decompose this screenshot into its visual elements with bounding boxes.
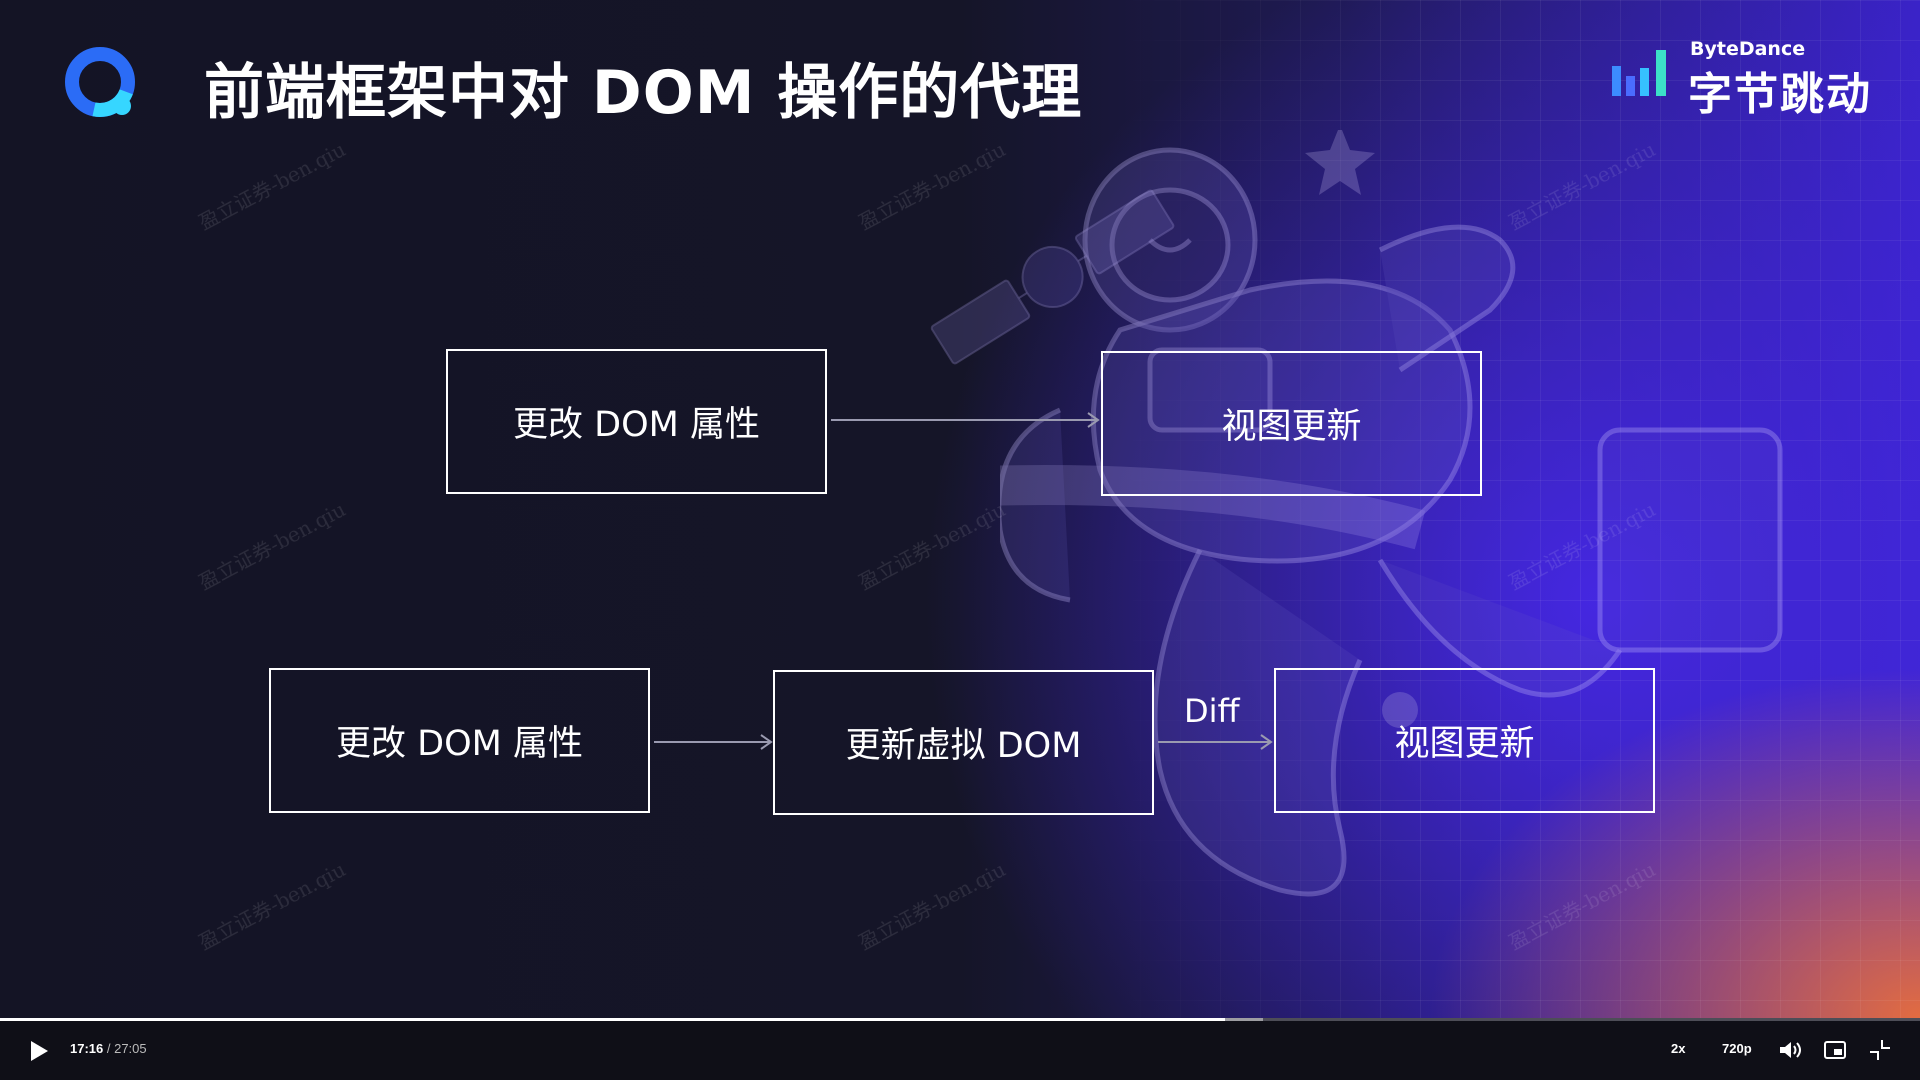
pip-icon[interactable] — [1821, 1036, 1849, 1064]
flow1-arrowhead — [1087, 412, 1100, 428]
bytedance-logo: ByteDance 字节跳动 — [1612, 38, 1872, 120]
flow1-view-update-box: 视图更新 — [1101, 351, 1482, 496]
satellite-illustration — [930, 189, 1175, 365]
background-grid — [1100, 0, 1920, 1018]
brand-name-cn: 字节跳动 — [1688, 69, 1872, 120]
progress-bar[interactable] — [0, 1018, 1920, 1021]
flow2-virtual-dom-box: 更新虚拟 DOM — [773, 670, 1154, 815]
astronaut-illustration — [1000, 130, 1783, 897]
flow1-change-dom-box: 更改 DOM 属性 — [446, 349, 827, 494]
brand-name-en: ByteDance — [1690, 38, 1806, 60]
bytedance-logo-icon — [1612, 50, 1666, 96]
flow2-arrowhead-1 — [760, 734, 773, 750]
flow2-view-update-box: 视图更新 — [1274, 668, 1655, 813]
exit-fullscreen-icon[interactable] — [1866, 1036, 1894, 1064]
diff-label: Diff — [1184, 692, 1240, 730]
flow-arrows — [654, 412, 1273, 750]
volume-icon[interactable] — [1775, 1036, 1803, 1064]
duration: 27:05 — [114, 1041, 147, 1056]
speed-button[interactable]: 2x — [1671, 1041, 1686, 1056]
progress-played — [0, 1018, 1225, 1021]
flow2-arrowhead-2 — [1260, 734, 1273, 750]
slide-stage: 盈立证券-ben.qiu 盈立证券-ben.qiu 盈立证券-ben.qiu 盈… — [0, 0, 1920, 1018]
time-display: 17:16 / 27:05 — [70, 1041, 147, 1056]
current-time: 17:16 — [70, 1041, 104, 1056]
quality-button[interactable]: 720p — [1722, 1041, 1752, 1056]
play-icon[interactable] — [24, 1037, 52, 1065]
slide-title: 前端框架中对 DOM 操作的代理 — [204, 58, 1083, 128]
time-separator: / — [103, 1041, 115, 1056]
flow2-change-dom-box: 更改 DOM 属性 — [269, 668, 650, 813]
course-logo-icon — [65, 47, 135, 117]
video-controls: 17:16 / 27:05 2x 720p — [0, 1021, 1920, 1080]
